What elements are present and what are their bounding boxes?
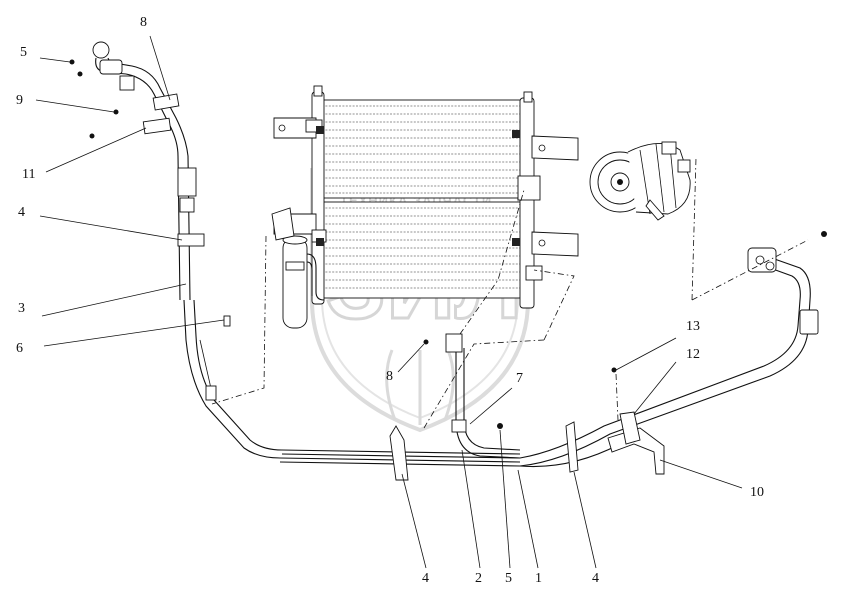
callout-11: 12 [686,347,700,362]
callout-1: 1 [535,571,542,586]
compressor [589,141,691,221]
callout-10: 8 [140,15,147,30]
leader-lines [35,35,743,569]
main-hose-assembly [279,157,827,481]
condenser-upper-fins [322,105,520,194]
receiver-drier [271,207,325,329]
callout-7: 8 [386,369,393,384]
callout-8-bottom: 5 [505,571,512,586]
callout-4-right: 4 [592,571,599,586]
callout-4-center: 4 [422,571,429,586]
callout-9: 11 [22,167,35,182]
callout-6: 7 [516,371,523,386]
condenser [273,85,579,309]
left-pipe-assembly [69,41,521,463]
callout-5-top: 5 [20,45,27,60]
callout-2: 2 [475,571,482,586]
callout-3: 3 [18,301,25,316]
callout-13: 13 [686,319,700,334]
callout-labels: 5 8 9 11 4 3 6 8 7 13 12 10 4 2 5 1 4 [16,15,764,586]
callout-12: 10 [750,485,764,500]
callout-5-bottom: 6 [16,341,23,356]
condenser-lower-fins [322,207,520,289]
callout-4-left: 4 [18,205,25,220]
callout-8-left: 9 [16,93,23,108]
